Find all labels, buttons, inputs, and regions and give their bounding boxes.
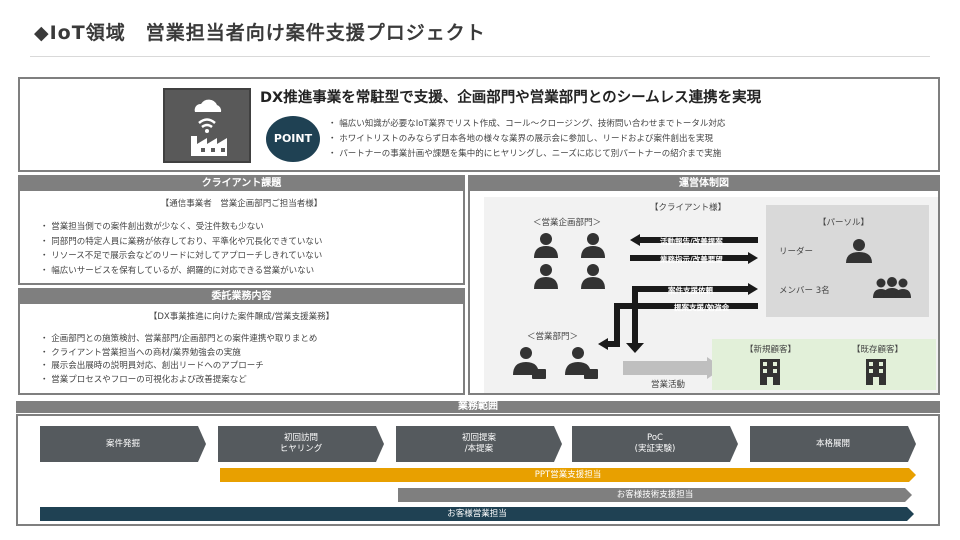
issue-item: ・ 同部門の特定人員に業務が依存しており、平準化や冗長化できていない <box>40 236 323 247</box>
summary-headline: DX推進事業を常駐型で支援、企画部門や営業部門とのシームレス連携を実現 <box>260 90 762 106</box>
title-divider <box>30 56 930 57</box>
summary-bullet: ・ 幅広い知識が必要なIoT業界でリスト作成、コール～クロージング、技術問い合わ… <box>328 119 726 129</box>
scope-header: 業務範囲 <box>16 401 940 413</box>
issue-item: ・ 幅広いサービスを保有しているが、網羅的に対応できる営業がいない <box>40 265 315 276</box>
members-icon <box>873 277 911 298</box>
iot-factory-icon <box>163 88 251 163</box>
partner-label: 【パーソル】 <box>818 218 870 228</box>
arrow-label-report: 活動報告/改善提案 <box>660 237 723 246</box>
summary-bullet: ・ ホワイトリストのみならず日本各地の様々な業界の展示会に参加し、リードおよび案… <box>328 134 714 144</box>
client-issues-box: クライアント課題 <box>18 175 465 285</box>
page-title: ◆IoT領域 営業担当者向け案件支援プロジェクト <box>34 22 486 44</box>
issue-item: ・ リソース不足で展示会などのリードに対してアプローチしきれていない <box>40 251 323 261</box>
planning-dept-label: ＜営業企画部門＞ <box>533 218 602 228</box>
support-arrow-icon <box>626 283 758 353</box>
existing-customer-building-icon <box>866 359 886 385</box>
client-issues-subtitle: 【通信事業者 営業企画部門ご担当者様】 <box>160 199 323 209</box>
new-customer-building-icon <box>760 359 780 385</box>
summary-bullet: ・ パートナーの事業計画や課題を集中的にヒヤリングし、ニーズに応じて別パートナー… <box>328 149 722 159</box>
task-item: ・ 展示会出展時の説明員対応、創出リードへのアプローチ <box>40 361 264 371</box>
client-issues-header: クライアント課題 <box>20 177 463 191</box>
phase-rollout: 本格展開 <box>750 426 916 462</box>
member-label: メンバー 3名 <box>779 286 830 296</box>
outsourced-header: 委託業務内容 <box>20 290 463 304</box>
bar-tech-support: お客様技術支援担当 <box>398 488 912 502</box>
leader-icon <box>846 239 872 263</box>
new-customer-label: 【新規顧客】 <box>745 345 797 355</box>
operation-header: 運営体制図 <box>470 177 938 191</box>
leader-label: リーダー <box>779 247 814 257</box>
phase-poc: PoC(実証実験) <box>572 426 738 462</box>
sales-people-icon <box>513 347 598 379</box>
task-item: ・ 企画部門との施策検討、営業部門/企画部門との案件連携や取りまとめ <box>40 334 318 344</box>
task-item: ・ 営業プロセスやフローの可視化および改善提案など <box>40 374 247 385</box>
planning-dept-people-icon <box>534 233 605 289</box>
customer-area <box>712 339 936 390</box>
bar-ppt-sales: PPT営業支援担当 <box>220 468 916 482</box>
client-label: 【クライアント様】 <box>650 203 727 213</box>
bar-customer-sales: お客様営業担当 <box>40 507 914 521</box>
arrow-label-proposal: 提案支援/勉強会 <box>674 303 730 312</box>
sales-dept-label: ＜営業部門＞ <box>527 332 579 342</box>
task-item: ・ クライアント営業担当への商材/業界勉強会の実施 <box>40 347 241 358</box>
phase-first-visit: 初回訪問ヒヤリング <box>218 426 384 462</box>
instruction-arrow-icon <box>630 252 758 264</box>
outsourced-subtitle: 【DX事業推進に向けた案件醸成/営業支援業務】 <box>148 312 335 322</box>
request-arrow-icon <box>598 303 758 350</box>
existing-customer-label: 【既存顧客】 <box>852 345 904 355</box>
phase-discovery: 案件発掘 <box>40 426 206 462</box>
arrow-label-request: 案件支援依頼 <box>668 286 713 295</box>
arrow-label-instruction: 業務指示/改善要望 <box>660 255 723 264</box>
summary-bullets: ・ 幅広い知識が必要なIoT業界でリスト作成、コール～クロージング、技術問い合わ… <box>328 117 725 162</box>
outsourced-box: 委託業務内容 <box>18 288 465 395</box>
point-badge: POINT <box>266 116 320 162</box>
client-issues-list: ・ 営業担当側での案件創出数が少なく、受注件数も少ない ・ 同部門の特定人員に業… <box>40 220 322 278</box>
sales-activity-arrow-icon <box>623 357 723 379</box>
outsourced-list: ・ 企画部門との施策検討、営業部門/企画部門との案件連携や取りまとめ ・ クライ… <box>40 333 317 387</box>
phase-proposal: 初回提案/本提案 <box>396 426 562 462</box>
issue-item: ・ 営業担当側での案件創出数が少なく、受注件数も少ない <box>40 222 264 232</box>
sales-activity-label: 営業活動 <box>651 380 686 390</box>
report-arrow-icon <box>630 234 758 246</box>
